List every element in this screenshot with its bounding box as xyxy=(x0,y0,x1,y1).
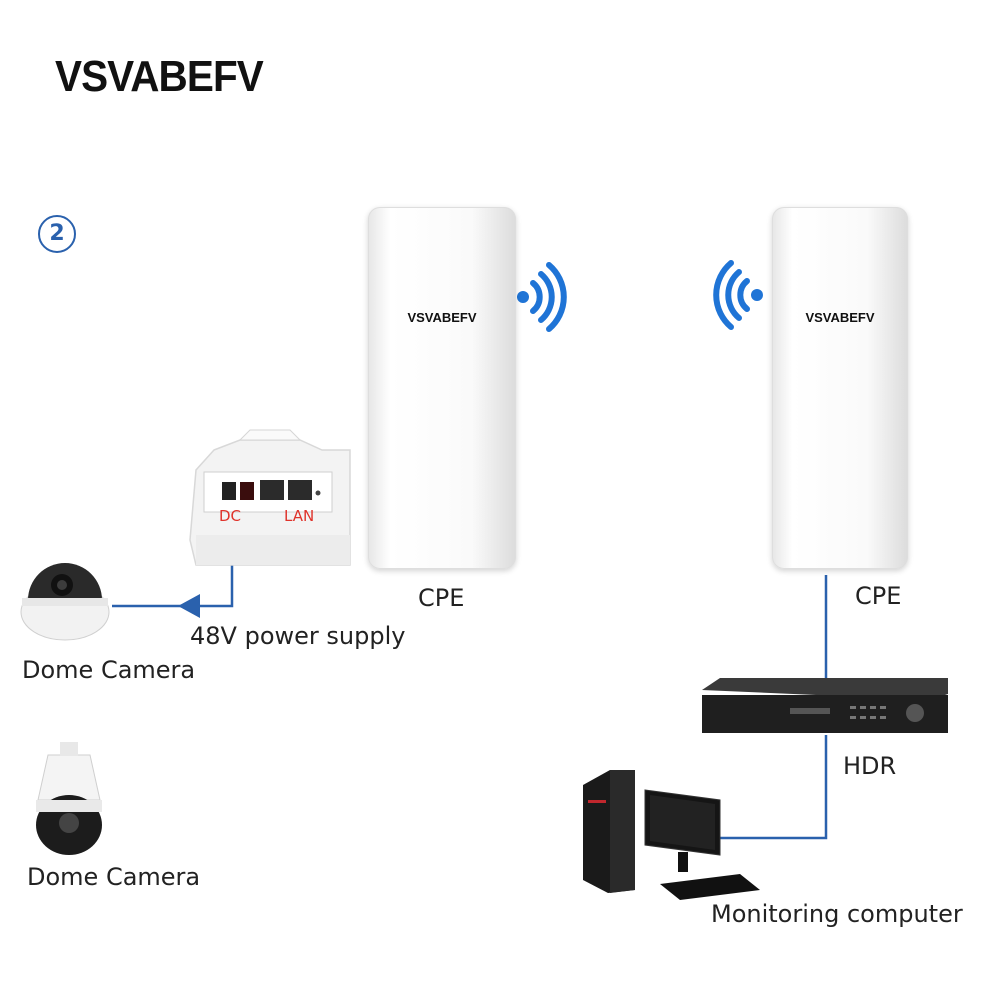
power-arrow-icon xyxy=(178,594,200,618)
dome-camera-2-label: Dome Camera xyxy=(27,863,201,891)
wifi-signal-right-icon xyxy=(517,262,567,332)
cpe-left-label: CPE xyxy=(418,584,465,612)
digit-display-icon xyxy=(240,482,254,500)
dome-camera-2-icon xyxy=(36,742,102,855)
nvr-icon xyxy=(702,678,948,733)
step-number-badge: 2 xyxy=(38,215,76,253)
dc-port-label: DC xyxy=(219,507,242,525)
dome-camera-1-icon xyxy=(20,563,110,641)
poe-adapter xyxy=(189,429,351,566)
wifi-signal-left-icon xyxy=(713,260,763,330)
lan-port-label: LAN xyxy=(284,507,315,525)
cpe-right-label: CPE xyxy=(855,582,902,610)
cpe-right-device: VSVABEFV xyxy=(772,207,908,569)
brand-title: VSVABEFV xyxy=(55,52,264,101)
lan-port-2-icon xyxy=(288,480,312,500)
monitoring-computer-icon xyxy=(583,770,760,900)
lan-port-1-icon xyxy=(260,480,284,500)
dome-camera-1-label: Dome Camera xyxy=(22,656,196,684)
nvr-label: HDR xyxy=(843,752,897,780)
monitoring-computer-label: Monitoring computer xyxy=(711,900,963,928)
power-supply-label: 48V power supply xyxy=(190,622,406,650)
nvr-to-computer-line xyxy=(720,735,828,840)
cpe-right-brand: VSVABEFV xyxy=(805,310,875,325)
cpe-left-brand: VSVABEFV xyxy=(407,310,477,325)
dc-port-icon xyxy=(222,482,236,500)
cpe-left-device: VSVABEFV xyxy=(368,207,516,569)
